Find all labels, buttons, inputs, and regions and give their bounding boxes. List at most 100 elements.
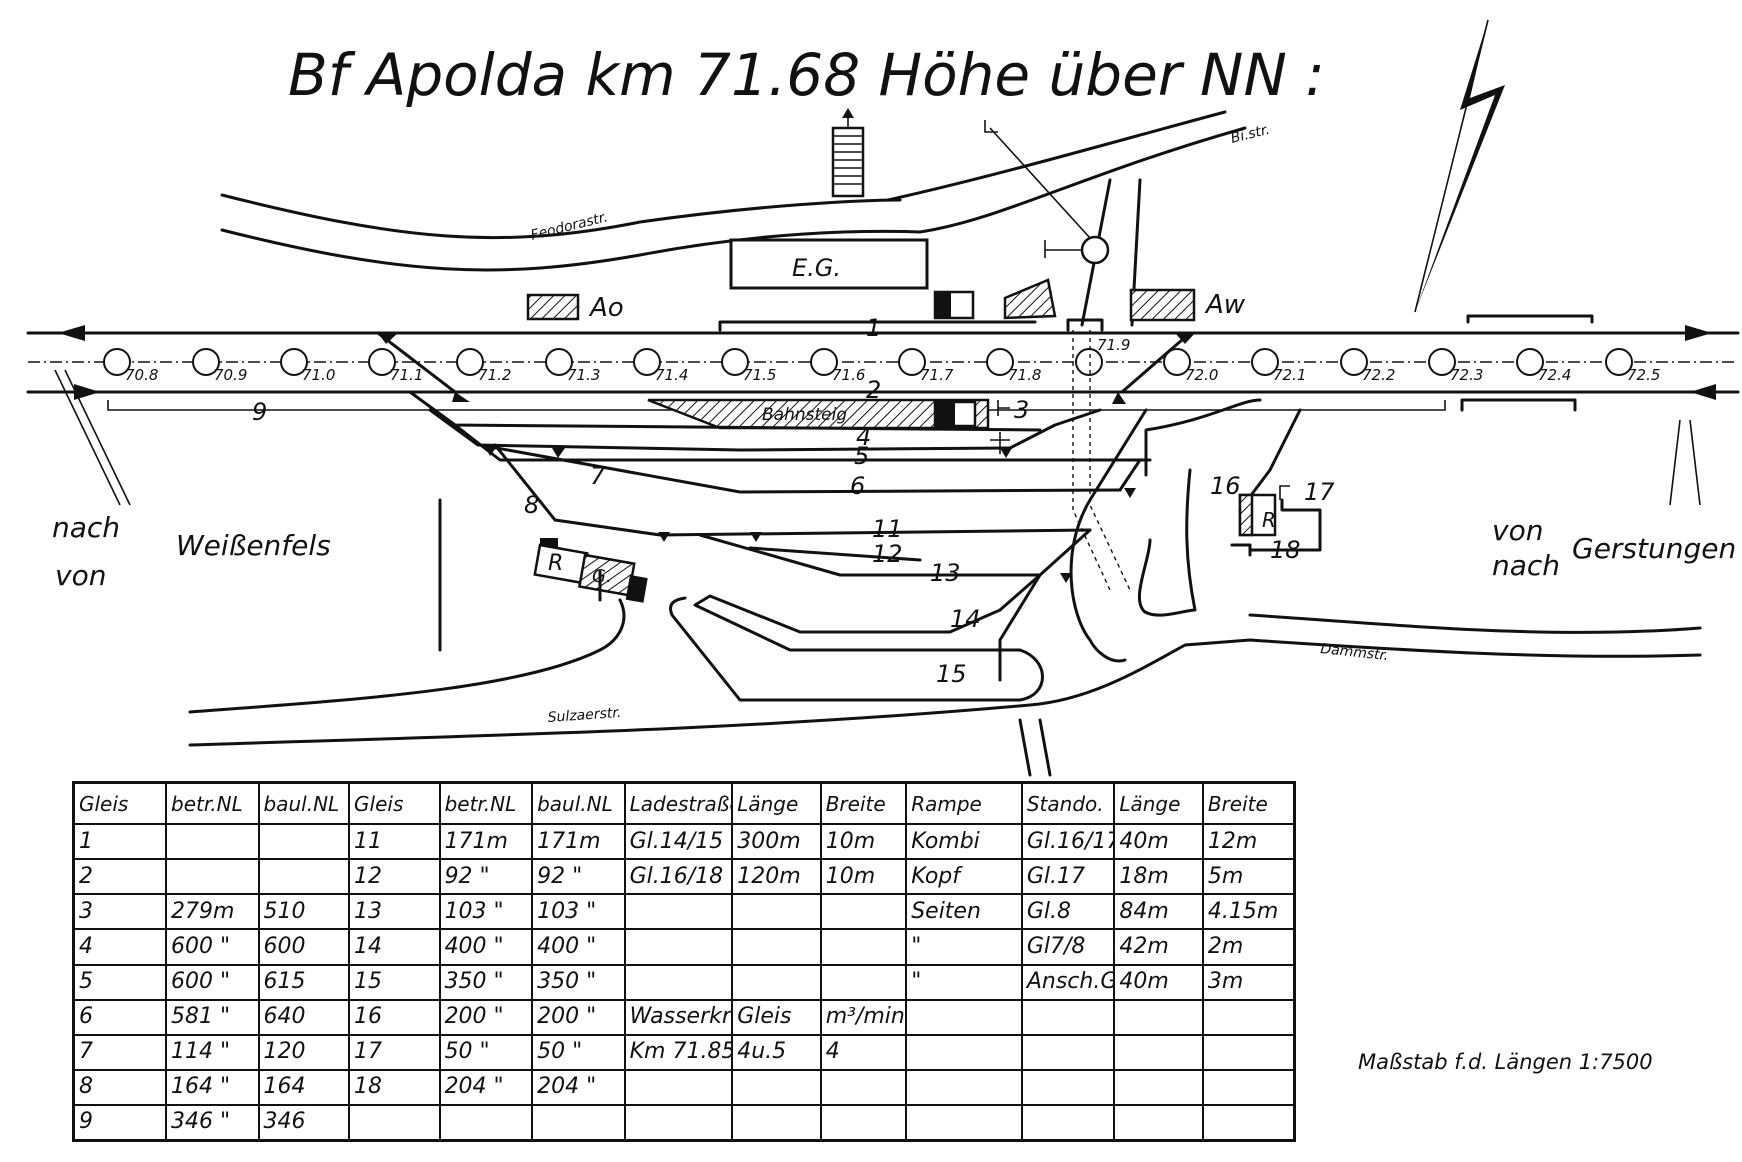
km-marker [1516, 348, 1544, 376]
table-header-cell: Gleis [72, 781, 168, 826]
table-cell: 10m [819, 823, 908, 861]
table-header-cell: Breite [1201, 781, 1296, 826]
table-cell: 171m [438, 823, 534, 861]
table-cell: 640 [257, 998, 351, 1036]
table-cell: 4.15m [1201, 893, 1296, 931]
km-marker-label: 71.4 [655, 366, 688, 384]
north-arrow-icon [1414, 19, 1505, 313]
direction-right-place: Gerstungen [1572, 532, 1736, 565]
table-row: 111171m171mGl.14/15300m10mKombiGl.16/17/… [72, 823, 1296, 861]
table-cell [531, 1103, 626, 1142]
table-cell: 581 " [165, 998, 260, 1036]
km-marker-label: 72.3 [1450, 366, 1483, 384]
table-cell [1020, 1103, 1116, 1142]
table-cell: 510 [257, 893, 351, 931]
km-marker [1428, 348, 1456, 376]
table-cell: 40m [1113, 963, 1204, 1001]
table-cell [731, 1068, 822, 1106]
table-cell: Gleis [731, 998, 822, 1036]
track-label-5: 5 [854, 442, 869, 470]
track-label-3: 3 [1014, 396, 1029, 424]
km-marker [368, 348, 396, 376]
table-cell: 18 [348, 1068, 441, 1106]
table-cell: Kopf [905, 858, 1023, 896]
table-cell: 13 [348, 893, 441, 931]
direction-left-nach: nach [52, 511, 120, 544]
table-cell [905, 998, 1023, 1036]
track-label-1: 1 [866, 314, 881, 342]
km-marker-label: 71.2 [478, 366, 511, 384]
table-header-cell: Länge [731, 781, 822, 826]
table-cell: Kombi [905, 823, 1023, 861]
table-cell [438, 1103, 534, 1142]
table-cell: 200 " [531, 998, 626, 1036]
switch-markers [378, 333, 1195, 583]
km-marker [103, 348, 131, 376]
table-cell: 12 [348, 858, 441, 896]
table-cell [1201, 1033, 1296, 1071]
table-cell: 600 " [165, 963, 260, 1001]
table-cell: 350 " [438, 963, 534, 1001]
table-cell: 346 " [165, 1103, 260, 1142]
table-cell: 400 " [438, 928, 534, 966]
table-cell: 200 " [438, 998, 534, 1036]
table-cell [1020, 1033, 1116, 1071]
km-marker-label: 70.8 [125, 366, 158, 384]
km-marker-row: 70.8 70.9 71.0 71.1 71.2 71.3 71.4 71.5 … [103, 336, 1660, 384]
table-cell: 11 [348, 823, 441, 861]
table-cell: 346 [257, 1103, 351, 1142]
table-cell [819, 928, 908, 966]
street-label-sulzaerstr: Sulzaerstr. [547, 705, 622, 726]
table-cell: Gl.8 [1020, 893, 1116, 931]
table-cell [623, 963, 734, 1001]
table-cell: 600 [257, 928, 351, 966]
table-cell: 114 " [165, 1033, 260, 1071]
table-cell: 17 [348, 1033, 441, 1071]
table-cell [165, 858, 260, 896]
table-cell: 103 " [531, 893, 626, 931]
table-header-cell: Rampe [905, 781, 1023, 826]
table-cell: 3 [72, 893, 168, 931]
table-cell: 120m [731, 858, 822, 896]
track-label-17: 17 [1304, 478, 1335, 506]
km-marker-label: 71.0 [302, 366, 335, 384]
table-cell: 600 " [165, 928, 260, 966]
km-marker-label: 71.9 [1097, 336, 1130, 354]
table-cell [1201, 1103, 1296, 1142]
table-cell: 7 [72, 1033, 168, 1071]
track-label-4: 4 [856, 423, 871, 451]
street-label-bistr: Bi.str. [1229, 122, 1271, 147]
building-aw [1129, 288, 1196, 322]
table-cell: Gl.17 [1020, 858, 1116, 896]
table-cell: 279m [165, 893, 260, 931]
km-marker-label: 72.0 [1185, 366, 1218, 384]
table-cell: 164 " [165, 1068, 260, 1106]
platform-bahnsteig [647, 398, 990, 430]
table-cell: 350 " [531, 963, 626, 1001]
table-cell: 615 [257, 963, 351, 1001]
table-cell: 4u.5 [731, 1033, 822, 1071]
building-aw-label: Aw [1204, 290, 1246, 320]
table-cell [257, 858, 351, 896]
table-cell: 15 [348, 963, 441, 1001]
km-marker [545, 348, 573, 376]
street-label-dammstr: Dammstr. [1320, 641, 1390, 664]
goods-shed [533, 538, 648, 603]
km-marker [633, 348, 661, 376]
table-cell: 4 [72, 928, 168, 966]
track-label-11: 11 [872, 515, 903, 543]
track-label-12: 12 [872, 540, 903, 568]
table-cell: 300m [731, 823, 822, 861]
station-building-label: E.G. [792, 254, 841, 282]
table-cell: 120 [257, 1033, 351, 1071]
table-cell: 204 " [438, 1068, 534, 1106]
building-ao [526, 293, 580, 321]
table-cell: Gl.16/18 [623, 858, 734, 896]
table-cell [1020, 998, 1116, 1036]
table-header-cell: Breite [819, 781, 908, 826]
table-cell: 5m [1201, 858, 1296, 896]
track-label-15: 15 [936, 660, 967, 688]
